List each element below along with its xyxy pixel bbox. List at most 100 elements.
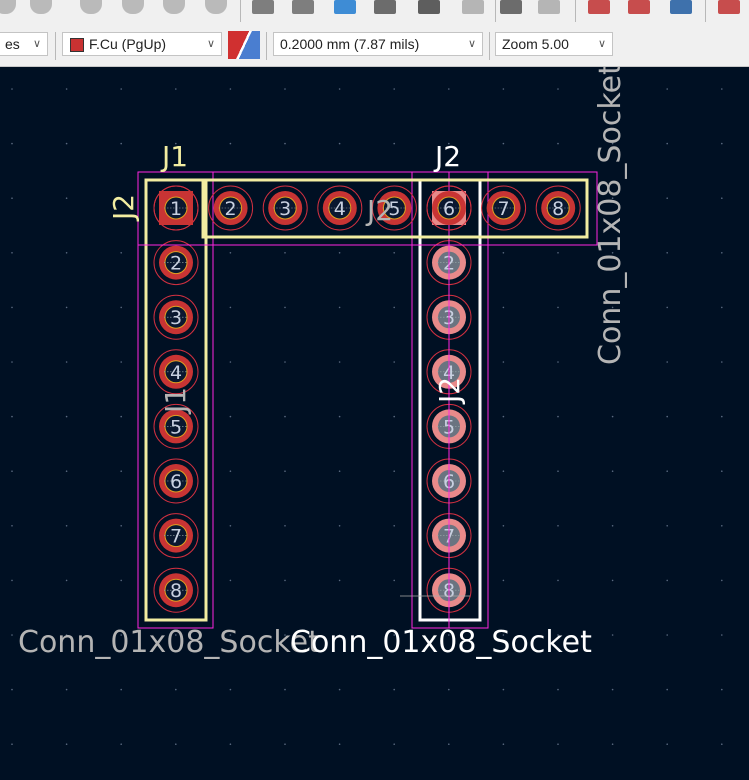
- grid-dot: [229, 470, 232, 473]
- pad-clearance: [208, 185, 254, 231]
- grid-dot: [11, 88, 13, 90]
- grid-dot: [120, 743, 122, 745]
- grid-dot: [65, 415, 68, 418]
- grid-dot: [611, 142, 614, 145]
- silkscreen-outline: [144, 178, 208, 622]
- grid-dot: [557, 361, 559, 363]
- grid-dot: [284, 88, 286, 90]
- grid-dot: [284, 688, 286, 691]
- grid-select[interactable]: es∨: [0, 32, 48, 56]
- ungroup-icon[interactable]: [462, 0, 484, 14]
- grid-dot: [229, 88, 232, 90]
- pad-clearance: [317, 185, 363, 231]
- grid-dot: [721, 634, 723, 636]
- inspect-icon[interactable]: [628, 0, 650, 14]
- separator: [240, 0, 241, 22]
- mirror-icon[interactable]: [292, 0, 314, 14]
- aux-toolbar: es∨ F.Cu (PgUp)∨ 0.2000 mm (7.87 mils)∨ …: [0, 28, 749, 67]
- grid-dot: [229, 306, 232, 309]
- grid-dot: [393, 634, 396, 636]
- unlock-icon[interactable]: [538, 0, 560, 14]
- flip-icon[interactable]: [252, 0, 274, 14]
- grid-dot: [393, 470, 396, 473]
- drc-icon[interactable]: [588, 0, 610, 14]
- grid-dot: [11, 306, 13, 309]
- pad-clearance: [426, 185, 472, 231]
- undo-icon[interactable]: [0, 0, 16, 14]
- value-j2-horizontal: Conn_01x08_Socket: [593, 67, 628, 365]
- grid-dot: [11, 525, 13, 527]
- grid-dot: [338, 88, 341, 90]
- zoom-select[interactable]: Zoom 5.00∨: [495, 32, 613, 56]
- grid-dot: [120, 88, 122, 90]
- pad-number: 5: [388, 198, 400, 220]
- grid-dot: [120, 579, 122, 582]
- grid-dot: [229, 688, 232, 691]
- layer-color-swatch: [70, 38, 84, 52]
- grid-dot: [502, 743, 505, 745]
- grid-dot: [666, 252, 668, 254]
- grid-dot: [229, 579, 232, 582]
- grid-dot: [448, 142, 450, 145]
- grid-dot: [666, 142, 668, 145]
- silkscreen-outline: [201, 178, 589, 239]
- grid-dot: [557, 306, 559, 309]
- separator: [489, 32, 490, 60]
- separator: [266, 32, 267, 60]
- grid-dot: [557, 634, 559, 636]
- grid-dot: [721, 579, 723, 582]
- align-icon[interactable]: [374, 0, 396, 14]
- grid-dot: [611, 415, 614, 418]
- grid-dot: [229, 252, 232, 254]
- lock-icon[interactable]: [500, 0, 522, 14]
- pad-clearance: [153, 567, 199, 613]
- grid-dot: [502, 525, 505, 527]
- grid-dot: [65, 470, 68, 473]
- zoom-in-icon[interactable]: [30, 0, 52, 14]
- grid-dot: [338, 252, 341, 254]
- zoom-objects-icon[interactable]: [163, 0, 185, 14]
- grid-dot: [666, 579, 668, 582]
- separator: [495, 0, 496, 22]
- grid-dot: [611, 306, 614, 309]
- track-width-select[interactable]: 0.2000 mm (7.87 mils)∨: [273, 32, 483, 56]
- grid-dot: [393, 306, 396, 309]
- group-icon[interactable]: [418, 0, 440, 14]
- layer-pair-icon[interactable]: [228, 31, 260, 59]
- grid-dot: [65, 743, 68, 745]
- layers-icon[interactable]: [670, 0, 692, 14]
- layer-select-value: F.Cu (PgUp): [89, 36, 167, 52]
- grid-dot: [557, 88, 559, 90]
- zoom-selection-icon[interactable]: [205, 0, 227, 14]
- grid-dot: [721, 306, 723, 309]
- ref-j1: J1: [160, 140, 188, 173]
- grid-dot: [666, 306, 668, 309]
- zoom-out-icon[interactable]: [80, 0, 102, 14]
- grid-dot: [65, 252, 68, 254]
- grid-dot: [338, 688, 341, 691]
- scripting-icon[interactable]: [718, 0, 740, 14]
- grid-dot: [393, 688, 396, 691]
- grid-dot: [502, 415, 505, 418]
- route-icon[interactable]: [334, 0, 356, 14]
- grid-dot: [11, 361, 13, 363]
- grid-dot: [65, 688, 68, 691]
- zoom-fit-icon[interactable]: [122, 0, 144, 14]
- grid-dot: [11, 688, 13, 691]
- grid-dot: [120, 252, 122, 254]
- grid-dot: [11, 415, 13, 418]
- chevron-down-icon: ∨: [467, 38, 476, 50]
- pcb-canvas[interactable]: 123456781234567812345678 J1J2J2J2J1J2Con…: [0, 67, 749, 780]
- grid-dot: [721, 470, 723, 473]
- grid-dot: [611, 743, 614, 745]
- grid-dot: [338, 579, 341, 582]
- grid-dot: [666, 197, 668, 199]
- grid-dot: [120, 361, 122, 363]
- grid-dot: [284, 470, 286, 473]
- grid-dot: [175, 634, 177, 636]
- grid-dot: [175, 688, 177, 691]
- grid-dot: [393, 743, 396, 745]
- grid-dot: [284, 743, 286, 745]
- layer-select[interactable]: F.Cu (PgUp)∨: [62, 32, 222, 56]
- grid-dot: [65, 525, 68, 527]
